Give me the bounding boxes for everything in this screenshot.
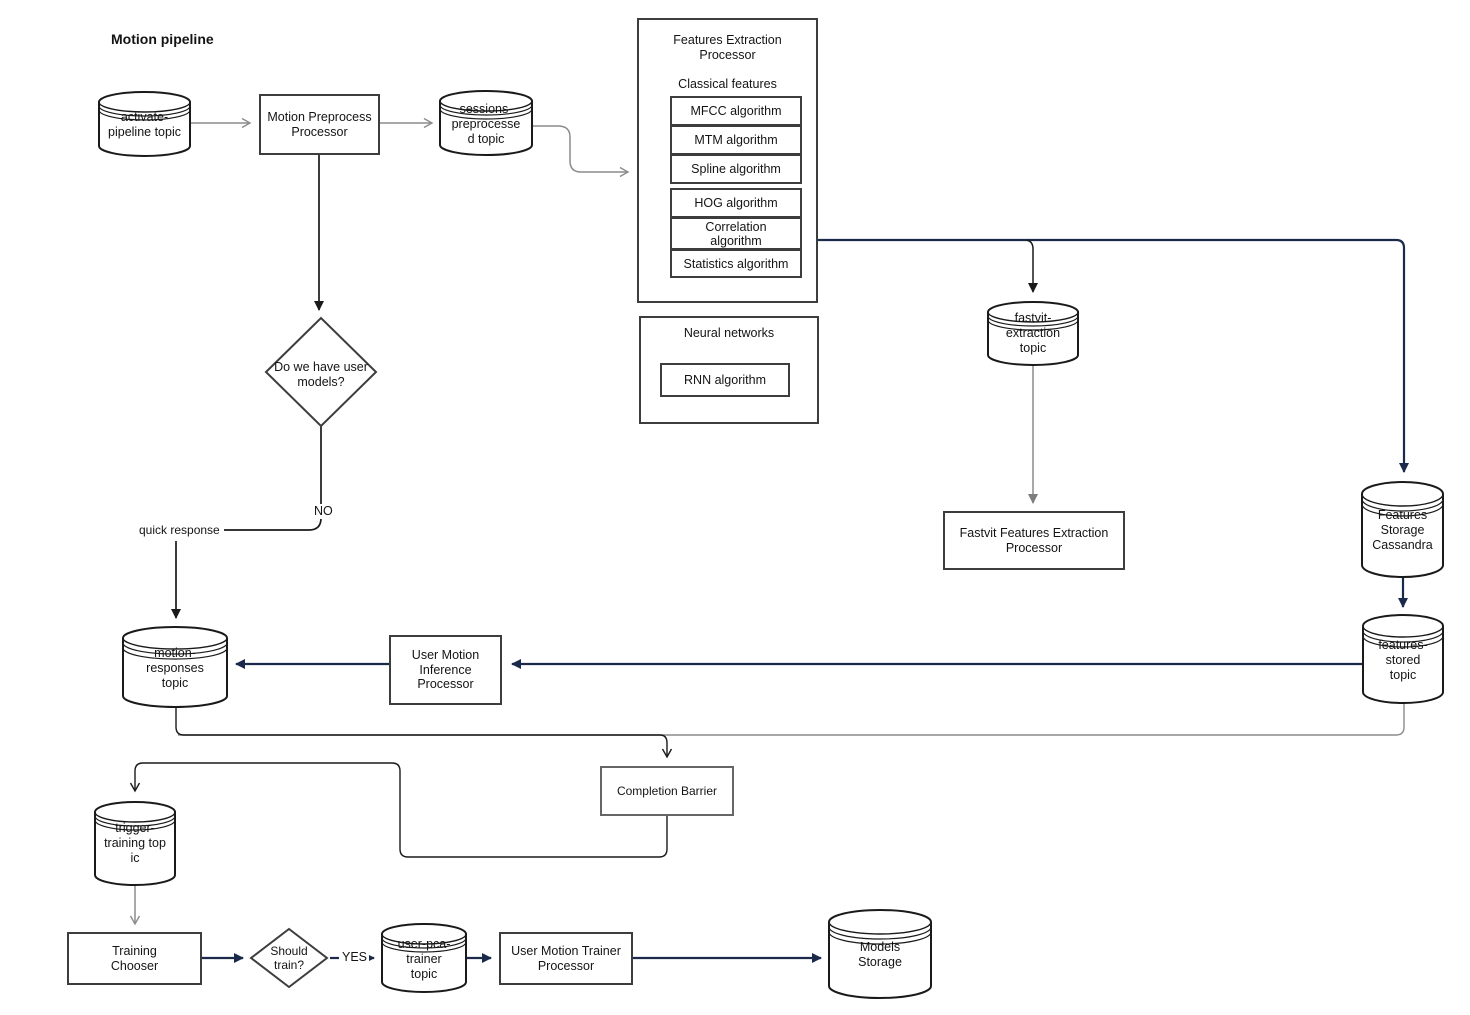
edge-stored-to-barrier xyxy=(178,703,1405,736)
correlation-algorithm-box[interactable]: Correlation algorithm xyxy=(670,217,802,250)
activate-pipeline-topic-label: activate- pipeline topic xyxy=(108,110,181,139)
hog-algorithm-label: HOG algorithm xyxy=(694,196,778,210)
models-storage-cylinder[interactable] xyxy=(828,909,932,999)
edge-decision-no xyxy=(224,425,322,531)
diagram-title: Motion pipeline xyxy=(111,31,214,47)
edge-features-to-fastvit-topic xyxy=(1025,239,1038,293)
user-models-decision-diamond[interactable] xyxy=(264,316,378,428)
rnn-algorithm-box[interactable]: RNN algorithm xyxy=(660,363,790,397)
motion-responses-topic-label: motion- responses topic xyxy=(146,646,204,690)
motion-responses-topic-cylinder[interactable] xyxy=(122,626,228,708)
edge-features-to-cassandra xyxy=(818,238,1409,473)
trigger-training-topic-cylinder[interactable] xyxy=(94,801,176,886)
models-storage-label: Models Storage xyxy=(858,940,902,969)
mtm-algorithm-box[interactable]: MTM algorithm xyxy=(670,125,802,155)
completion-barrier[interactable]: Completion Barrier xyxy=(600,766,734,816)
motion-preprocess-processor[interactable]: Motion Preprocess Processor xyxy=(259,94,380,155)
mfcc-algorithm-label: MFCC algorithm xyxy=(690,104,782,118)
features-storage-cassandra-cylinder[interactable] xyxy=(1361,481,1444,578)
features-stored-topic-label: features- stored topic xyxy=(1378,638,1428,682)
features-extraction-title: Features Extraction Processor xyxy=(673,33,782,62)
fastvit-features-extraction-processor[interactable]: Fastvit Features Extraction Processor xyxy=(943,511,1125,570)
training-chooser-label: Training Chooser xyxy=(110,943,159,973)
completion-barrier-label: Completion Barrier xyxy=(616,783,718,798)
mfcc-algorithm-box[interactable]: MFCC algorithm xyxy=(670,96,802,126)
neural-networks-label: Neural networks xyxy=(683,326,775,340)
fastvit-extraction-topic-cylinder[interactable] xyxy=(987,301,1079,366)
hog-algorithm-box[interactable]: HOG algorithm xyxy=(670,188,802,218)
user-motion-inference-processor[interactable]: User Motion Inference Processor xyxy=(389,635,502,705)
activate-pipeline-topic-cylinder[interactable] xyxy=(98,91,191,157)
user-models-decision-label: Do we have user models? xyxy=(274,360,368,389)
features-stored-topic-cylinder[interactable] xyxy=(1362,614,1444,704)
trainer-processor-label: User Motion Trainer Processor xyxy=(511,943,621,973)
correlation-algorithm-label: Correlation algorithm xyxy=(705,219,767,248)
spline-algorithm-label: Spline algorithm xyxy=(691,162,781,176)
rnn-algorithm-label: RNN algorithm xyxy=(684,373,766,387)
fastvit-processor-label: Fastvit Features Extraction Processor xyxy=(959,525,1109,555)
features-storage-cassandra-label: Features Storage Cassandra xyxy=(1372,508,1433,552)
sessions-preprocessed-topic-label: sessions- preprocesse d topic xyxy=(451,102,521,146)
edge-label-quick-response: quick response xyxy=(137,523,222,538)
classical-features-label: Classical features xyxy=(678,77,777,91)
edge-sessions-to-features xyxy=(533,125,630,178)
statistics-algorithm-box[interactable]: Statistics algorithm xyxy=(670,249,802,278)
mtm-algorithm-label: MTM algorithm xyxy=(694,133,778,147)
user-pca-trainer-topic-label: user-pca- trainer topic xyxy=(397,937,451,981)
user-pca-trainer-topic-cylinder[interactable] xyxy=(381,923,467,993)
should-train-decision-diamond[interactable] xyxy=(249,927,329,989)
training-chooser[interactable]: Training Chooser xyxy=(67,932,202,985)
trigger-training-topic-label: trigger- training top ic xyxy=(104,821,166,865)
inference-processor-label: User Motion Inference Processor xyxy=(411,647,480,692)
edge-barrier-to-trigger xyxy=(129,762,668,858)
sessions-preprocessed-topic-cylinder[interactable] xyxy=(439,90,533,156)
user-motion-trainer-processor[interactable]: User Motion Trainer Processor xyxy=(499,932,633,985)
fastvit-extraction-topic-label: fastvit- extraction topic xyxy=(1005,311,1061,355)
spline-algorithm-box[interactable]: Spline algorithm xyxy=(670,154,802,184)
statistics-algorithm-label: Statistics algorithm xyxy=(683,256,789,271)
edge-responses-to-barrier xyxy=(175,707,673,759)
edge-label-no: NO xyxy=(312,504,335,519)
motion-preprocess-label: Motion Preprocess Processor xyxy=(267,109,372,139)
edge-label-yes: YES xyxy=(340,950,370,965)
should-train-decision-label: Should train? xyxy=(270,944,308,973)
